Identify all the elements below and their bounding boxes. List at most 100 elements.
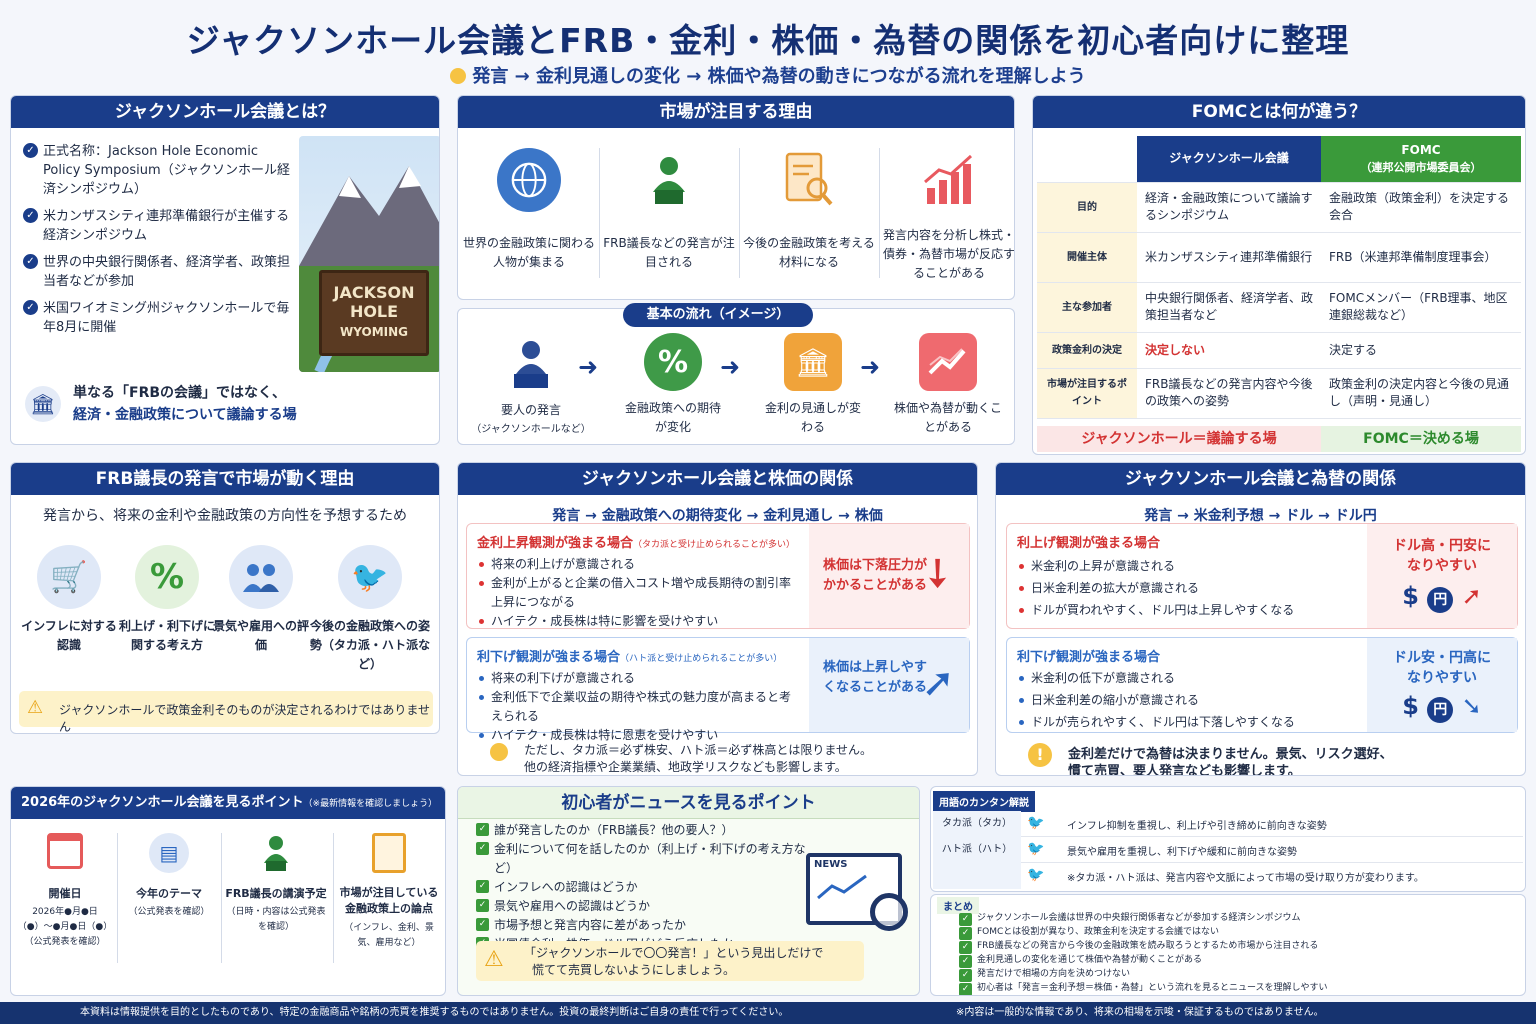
- about-heading: ジャクソンホール会議とは？: [11, 96, 439, 128]
- speaker-icon: [637, 148, 701, 212]
- bank-icon: 🏛: [25, 386, 61, 422]
- about-item: 米カンザスシティ連邦準備銀行が主催する経済シンポジウム: [21, 207, 291, 245]
- frb-heading: FRB議長の発言で市場が動く理由: [11, 463, 439, 495]
- cell-jh: 決定しない: [1137, 332, 1321, 369]
- fx-note-line1: 金利差だけで為替は決まりません。景気、リスク選好、: [1068, 747, 1393, 762]
- summary-item: 初心者は「発言＝金利予想＝株価・為替」という流れを見るとニュースを理解しやすい: [959, 981, 1519, 995]
- cell-jh: 経済・金融政策について議論するシンポジウム: [1137, 182, 1321, 233]
- reason-label: 今後の金融政策を考える材料になる: [743, 236, 875, 269]
- point-sub: 2026年●月●日（●）〜●月●日（●）（公式発表を確認）: [17, 907, 113, 947]
- fx-up-item: 米金利の上昇が意識される: [1017, 557, 1357, 576]
- fx-up-result-box: ドル高・円安になりやすい $ 円 ➚: [1367, 524, 1517, 628]
- stocks-up-item: ハイテク・成長株は特に影響を受けやすい: [477, 612, 797, 631]
- footer-note: ※内容は一般的な情報であり、将来の相場を示唆・保証するものではありません。: [956, 1007, 1324, 1018]
- calendar-icon: [47, 833, 83, 869]
- fx-down-item: 日米金利差の縮小が意識される: [1017, 691, 1357, 710]
- row-label: 市場が注目するポイント: [1037, 368, 1137, 419]
- flow-heading: 基本の流れ（イメージ）: [623, 303, 813, 327]
- dollar-yen-down-icon: $ 円 ➘: [1367, 692, 1517, 723]
- point-title: FRB議長の講演予定: [225, 887, 327, 900]
- summary-item: FOMCとは役割が異なり、政策金利を決定する会議ではない: [959, 925, 1519, 940]
- stocks-up-result: 株価は下落圧力がかかることがある: [823, 558, 928, 593]
- about-item: 米国ワイオミング州ジャクソンホールで毎年8月に開催: [21, 299, 291, 337]
- warning-icon: ⚠: [484, 947, 504, 972]
- fomc-heading: FOMCとは何が違う？: [1033, 96, 1525, 128]
- frb-panel: FRB議長の発言で市場が動く理由 発言から、将来の金利や金融政策の方向性を予想す…: [10, 462, 440, 734]
- frb-item-label: 景気や雇用への評価: [212, 619, 309, 652]
- cell-fomc: FRB（米連邦準備制度理事会）: [1321, 232, 1521, 283]
- summary-heading: まとめ: [937, 897, 979, 914]
- fx-heading: ジャクソンホール会議と為替の関係: [996, 463, 1525, 495]
- stocks-up-box: 金利上昇観測が強まる場合（タカ派と受け止められることが多い） 将来の利上げが意識…: [466, 523, 970, 629]
- magnifier-icon: [870, 893, 908, 931]
- fx-up-item: ドルが買われやすく、ドル円は上昇しやすくなる: [1017, 601, 1357, 620]
- arrow-right-icon: ➜: [720, 353, 741, 381]
- dove-icon: 🐦: [1027, 841, 1045, 857]
- col-fomc-header: FOMC（連邦公開市場委員会）: [1321, 136, 1521, 183]
- jackson-hole-sign: JACKSON HOLE WYOMING: [319, 270, 429, 356]
- reasons-heading: 市場が注目する理由: [458, 96, 1014, 128]
- fx-down-item: 米金利の低下が意識される: [1017, 669, 1357, 688]
- arrow-right-icon: ➜: [860, 353, 881, 381]
- stocks-up-result-box: 株価は下落圧力がかかることがある ➘: [809, 524, 969, 628]
- fx-flow: 発言 → 米金利予想 → ドル → ドル円: [1144, 508, 1377, 524]
- term-desc: ※タカ派・ハト派は、発言内容や文脈によって市場の受け取り方が変わります。: [1067, 873, 1424, 884]
- frb-lead: 発言から、将来の金利や金融政策の方向性を予想するため: [43, 508, 407, 524]
- document-icon: ▤: [149, 833, 189, 873]
- fx-down-title: 利下げ観測が強まる場合: [1017, 650, 1161, 665]
- stocks-down-result: 株価は上昇しやすくなることがある: [823, 660, 928, 695]
- term-label: タカ派（タカ）: [933, 811, 1021, 837]
- flow-sub: （ジャクソンホールなど）: [471, 424, 591, 435]
- globe-icon: [497, 148, 561, 212]
- terms-panel: 用語のカンタン解説 タカ派（タカ） 🐦 インフレ抑制を重視し、利上げや引き締めに…: [930, 786, 1526, 892]
- summary-item: ジャクソンホール会議は世界の中央銀行関係者などが参加する経済シンポジウム: [959, 911, 1519, 926]
- flow-panel: 基本の流れ（イメージ） 要人の発言 （ジャクソンホールなど） ➜ % 金融政策へ…: [457, 303, 1015, 445]
- news-heading: 初心者がニュースを見るポイント: [458, 787, 919, 819]
- cell-fomc: FOMCメンバー（FRB理事、地区連銀総裁など）: [1321, 282, 1521, 333]
- term-row: 🐦 ※タカ派・ハト派は、発言内容や文脈によって市場の受け取り方が変わります。: [933, 863, 1523, 889]
- fx-up-title: 利上げ観測が強まる場合: [1017, 536, 1161, 551]
- person-podium-icon: [499, 333, 563, 397]
- bank-icon: 🏛: [784, 333, 842, 391]
- points-2026-panel: 2026年のジャクソンホール会議を見るポイント（※最新情報を確認しましょう） 開…: [10, 786, 446, 996]
- point-sub: （日時・内容は公式発表を確認）: [226, 907, 326, 932]
- news-item: インフレへの認識はどうか: [476, 878, 806, 897]
- bird-icon: 🐦: [338, 545, 402, 609]
- fx-up-result: ドル高・円安になりやすい: [1393, 538, 1491, 574]
- reasons-panel: 市場が注目する理由 世界の金融政策に関わる人物が集まる FRB議長などの発言が注…: [457, 95, 1015, 300]
- people-icon: [229, 545, 293, 609]
- row-label: 主な参加者: [1037, 282, 1137, 333]
- lightbulb-icon: [490, 743, 508, 761]
- fx-note-line2: 慣て売買、要人発言なども影響します。: [1068, 764, 1301, 776]
- sign-line: WYOMING: [340, 325, 408, 339]
- about-panel: ジャクソンホール会議とは？ 正式名称：Jackson Hole Economic…: [10, 95, 440, 445]
- flow-label: 株価や為替が動くことがある: [893, 401, 1002, 434]
- term-desc: インフレ抑制を重視し、利上げや引き締めに前向きな姿勢: [1067, 821, 1327, 832]
- speaker-icon: [256, 833, 296, 873]
- bird-icon: 🐦: [1027, 867, 1045, 883]
- term-label: ハト派（ハト）: [933, 837, 1021, 863]
- reason-label: FRB議長などの発言が注目される: [603, 236, 735, 269]
- flow-label: 金融政策への期待が変化: [624, 401, 721, 434]
- frb-warning-text: ジャクソンホールで政策金利そのものが決定されるわけではありません: [59, 703, 431, 734]
- terms-heading: 用語のカンタン解説: [933, 791, 1035, 812]
- news-warning-line2: 慌てて売買しないようにしましょう。: [532, 963, 736, 977]
- row-label: 目的: [1037, 182, 1137, 233]
- term-desc: 景気や雇用を重視し、利下げや緩和に前向きな姿勢: [1067, 847, 1297, 858]
- summary-item: 発言だけで相場の方向を決めつけない: [959, 967, 1519, 982]
- sign-line: JACKSON: [333, 283, 415, 302]
- stocks-down-item: 金利低下で企業収益の期待や株式の魅力度が高まると考えられる: [477, 688, 797, 726]
- trend-icon: [919, 333, 977, 391]
- stocks-panel: ジャクソンホール会議と株価の関係 発言 → 金融政策への期待変化 → 金利見通し…: [457, 462, 978, 776]
- exclamation-icon: !: [1028, 743, 1052, 767]
- stocks-down-result-box: 株価は上昇しやすくなることがある ➚: [809, 638, 969, 732]
- row-label: 政策金利の決定: [1037, 332, 1137, 369]
- cell-fomc: 金融政策（政策金利）を決定する会合: [1321, 182, 1521, 233]
- points-heading: 2026年のジャクソンホール会議を見るポイント（※最新情報を確認しましょう）: [11, 787, 445, 819]
- about-note-line2: 経済・金融政策について議論する場: [73, 407, 297, 423]
- fx-panel: ジャクソンホール会議と為替の関係 発言 → 米金利予想 → ドル → ドル円 利…: [995, 462, 1526, 776]
- stocks-down-small: （ハト派と受け止められることが多い）: [620, 654, 783, 664]
- point-sub: （インフレ、金利、景気、雇用など）: [344, 923, 434, 948]
